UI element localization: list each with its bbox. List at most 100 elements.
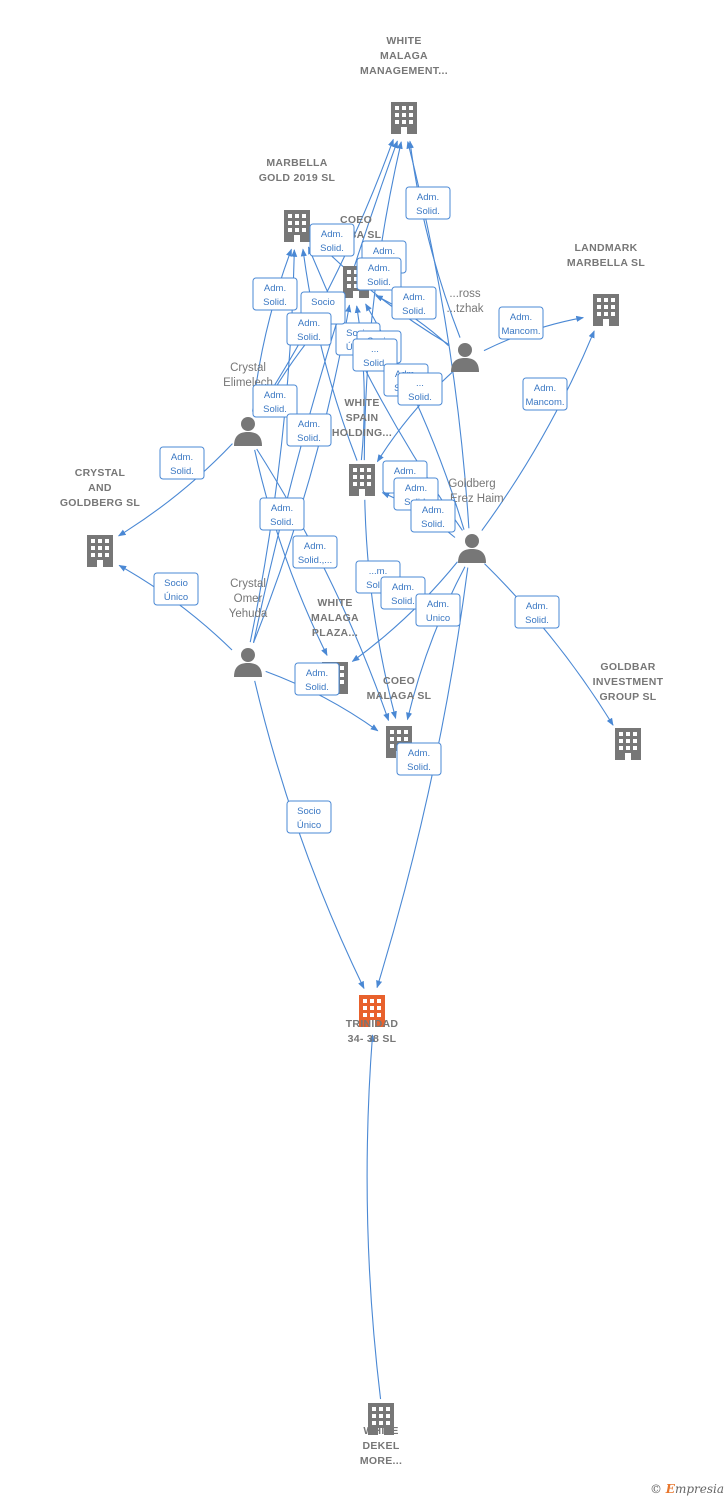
relation-edge — [406, 566, 466, 721]
relation-edge — [254, 680, 365, 990]
badge-text: Solid. — [263, 297, 287, 308]
node-label-line: CRYSTAL — [75, 467, 126, 479]
badge-text: Adm. — [526, 601, 548, 612]
company-node[interactable]: WHITEMALAGAMANAGEMENT... — [360, 35, 448, 134]
badge-text: Adm. — [264, 390, 286, 401]
badge-box — [380, 576, 426, 610]
node-label-line: MALAGA — [311, 612, 359, 624]
node-label-line: Goldberg — [448, 478, 495, 490]
relation-badge[interactable]: Adm.Solid. — [391, 286, 437, 320]
badge-text: Solid. — [263, 404, 287, 415]
node-label-line: PLAZA... — [312, 627, 358, 639]
person-node[interactable]: Goldberg...Erez Haim — [440, 478, 504, 563]
badge-text: Solid. — [391, 596, 415, 607]
node-label-line: HOLDING... — [332, 427, 392, 439]
company-node[interactable]: WHITEDEKELMORE... — [360, 1403, 402, 1467]
relation-badge[interactable]: Adm.Solid.,... — [292, 535, 338, 569]
badge-text: Socio — [164, 578, 188, 589]
badge-layer: Adm. Solid. Adm. Solid. Adm. Solid. SocioÚnico… — [153, 186, 568, 834]
relation-edge — [117, 443, 233, 537]
badge-text: Solid. — [305, 682, 329, 693]
relation-badge[interactable]: Adm.Solid. — [159, 446, 205, 480]
relation-badge[interactable]: Adm.Solid. — [380, 576, 426, 610]
relation-badge[interactable]: ...Solid. — [397, 372, 443, 406]
badge-text: Solid. — [320, 243, 344, 254]
badge-box — [159, 446, 205, 480]
building-icon — [284, 210, 310, 242]
node-label-line: TRINIDAD — [346, 1018, 399, 1030]
building-icon — [87, 535, 113, 567]
relation-badge[interactable]: Adm. Solid. — [396, 742, 442, 776]
relation-badge[interactable]: Adm.Solid. — [259, 497, 305, 531]
badge-text: Unico — [426, 613, 450, 624]
badge-text: Único — [164, 592, 188, 603]
relation-badge[interactable]: Adm.Solid. — [410, 499, 456, 533]
person-icon — [458, 534, 486, 563]
badge-text: Solid. — [416, 206, 440, 217]
badge-box — [514, 595, 560, 629]
relation-badge[interactable]: ...Solid. — [352, 338, 398, 372]
relation-badge[interactable]: Adm.Solid. — [514, 595, 560, 629]
relation-badge[interactable]: Adm. Solid. — [356, 257, 402, 291]
badge-text: Solid. — [270, 517, 294, 528]
badge-text: ... — [416, 378, 424, 389]
company-node[interactable]: WHITESPAINHOLDING... — [332, 397, 392, 496]
relation-badge[interactable]: Adm.Solid. — [405, 186, 451, 220]
badge-text: Solid. — [297, 332, 321, 343]
relation-badge[interactable]: Adm. Solid. — [252, 384, 298, 418]
node-label-line: MORE... — [360, 1455, 402, 1467]
badge-box — [522, 377, 568, 411]
badge-text: Mancom. — [525, 397, 564, 408]
node-label-line: LANDMARK — [574, 242, 637, 254]
badge-text: Adm. — [368, 263, 390, 274]
badge-text: Solid. — [367, 277, 391, 288]
badge-box — [294, 662, 340, 696]
building-icon — [391, 102, 417, 134]
relation-badge[interactable]: Adm.Solid. — [286, 413, 332, 447]
badge-text: Solid. — [297, 433, 321, 444]
badge-text: Adm. — [306, 668, 328, 679]
node-label-line: WHITE — [344, 397, 379, 409]
badge-text: Adm. — [408, 748, 430, 759]
relation-badge[interactable]: Adm.Solid. — [252, 277, 298, 311]
badge-text: Mancom. — [501, 326, 540, 337]
person-node[interactable]: ...ross ...tzhak — [446, 288, 484, 372]
badge-text: Único — [297, 820, 321, 831]
badge-box — [286, 312, 332, 346]
person-icon — [234, 648, 262, 677]
relation-badge[interactable]: Adm.Mancom. — [522, 377, 568, 411]
relation-badge[interactable]: Adm.Unico — [415, 593, 461, 627]
node-label-line: ...tzhak — [446, 303, 483, 315]
node-label-line: Crystal — [230, 578, 266, 590]
badge-text: Solid. — [407, 762, 431, 773]
relation-badge[interactable]: Adm.Solid. — [286, 312, 332, 346]
node-label-line: Crystal — [230, 362, 266, 374]
relation-edge — [307, 246, 463, 531]
badge-text: ... — [371, 344, 379, 355]
badge-box — [259, 497, 305, 531]
relation-badge[interactable]: Adm.Mancom. — [498, 306, 544, 340]
company-node[interactable]: WHITEMALAGAPLAZA... — [311, 597, 359, 694]
relation-edge — [265, 670, 379, 732]
node-label-line: MANAGEMENT... — [360, 65, 448, 77]
relation-badge[interactable]: Adm. Solid. — [294, 662, 340, 696]
node-label-line: COEO — [383, 675, 415, 687]
copyright-footer[interactable]: © Empresia — [650, 1482, 724, 1496]
node-label-line: ...ross — [449, 288, 481, 300]
badge-text: Socio — [311, 297, 335, 308]
badge-text: Solid.,... — [298, 555, 332, 566]
badge-text: Adm. — [403, 292, 425, 303]
node-label-line: WHITE — [386, 35, 421, 47]
relation-badge[interactable]: Adm.Solid. — [309, 223, 355, 257]
brand-name: mpresia — [674, 1482, 724, 1496]
node-label-line: GROUP SL — [599, 691, 656, 703]
